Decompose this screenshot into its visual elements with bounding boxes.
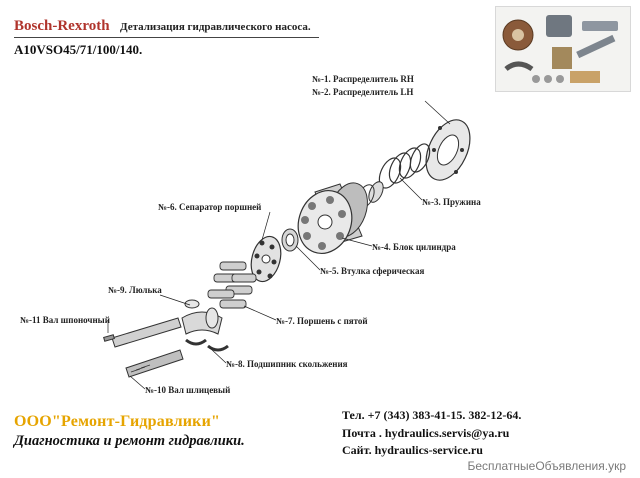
valve-plate — [425, 119, 471, 181]
label-part-5: №-5. Втулка сферическая — [320, 266, 424, 276]
spring — [357, 143, 431, 208]
contact-email: Почта . hydraulics.servis@ya.ru — [342, 426, 510, 440]
splined-shaft — [125, 349, 184, 378]
brand-title: Bosch-Rexroth — [14, 18, 110, 34]
company-name: ООО"Ремонт-Гидравлики" — [14, 413, 221, 430]
label-part-4: №-4. Блок цилиндра — [372, 242, 456, 252]
label-part-7: №-7. Поршень с пятой — [276, 316, 368, 326]
cylinder-block — [297, 182, 368, 254]
contact-website: Сайт. hydraulics-service.ru — [342, 443, 483, 457]
leader-lines — [107, 100, 451, 390]
header-divider — [14, 37, 319, 38]
slide-bearings — [185, 338, 229, 352]
label-part-1: №-1. Распределитель RH — [312, 74, 414, 84]
watermark: БесплатныеОбъявления.укр — [467, 459, 626, 473]
label-part-3: №-3. Пружина — [422, 197, 481, 207]
pistons — [207, 261, 257, 309]
label-part-8: №-8. Подшипник скольжения — [226, 359, 348, 369]
spherical-bushing — [281, 228, 299, 252]
label-part-9: №-9. Люлька — [108, 285, 162, 295]
label-part-11: №-11 Вал шпоночный — [20, 315, 110, 325]
page-title: Детализация гидравлического насоса. — [120, 21, 311, 33]
swashplate — [181, 299, 223, 335]
label-part-10: №-10 Вал шлицевый — [145, 385, 230, 395]
label-part-6: №-6. Сепаратор поршней — [158, 202, 261, 212]
label-part-2: №-2. Распределитель LH — [312, 87, 413, 97]
model-number: A10VSO45/71/100/140. — [14, 42, 143, 57]
company-tagline: Диагностика и ремонт гидравлики. — [14, 433, 245, 449]
contact-phone: Тел. +7 (343) 383-41-15. 382-12-64. — [342, 408, 522, 422]
parts-photo — [495, 6, 631, 92]
keyed-shaft — [103, 317, 182, 348]
parts-photo-image — [502, 15, 618, 83]
piston-retainer — [250, 235, 282, 283]
